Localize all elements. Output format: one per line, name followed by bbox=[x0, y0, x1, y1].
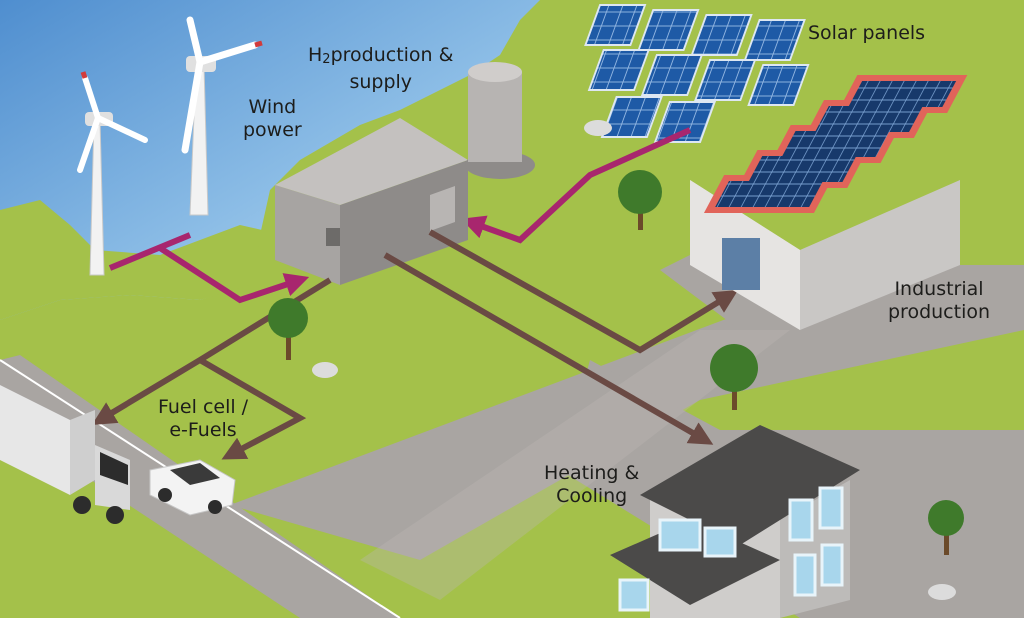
h2-production-label: H2production & supply bbox=[308, 44, 453, 94]
hydrogen-tank bbox=[465, 62, 535, 179]
tree bbox=[928, 500, 964, 555]
tree bbox=[268, 298, 308, 360]
industrial-label-line1: Industrial bbox=[894, 278, 984, 300]
truck bbox=[0, 385, 130, 524]
heating-label-line2: Cooling bbox=[556, 485, 628, 507]
tree bbox=[618, 170, 662, 230]
energy-flow-arrows bbox=[91, 229, 739, 460]
h2-symbol: H bbox=[308, 44, 323, 66]
industrial-production-label: Industrial production bbox=[888, 278, 990, 324]
fuel-cell-label-line2: e-Fuels bbox=[169, 419, 237, 441]
fuel-cell-label-line1: Fuel cell / bbox=[158, 396, 249, 418]
fuel-cell-label: Fuel cell / e-Fuels bbox=[158, 396, 248, 442]
rock bbox=[312, 362, 338, 378]
wind-turbine bbox=[77, 71, 148, 276]
heating-cooling-label: Heating & Cooling bbox=[544, 462, 639, 508]
water bbox=[0, 0, 540, 320]
hydrogen-flow-arrows bbox=[108, 127, 692, 304]
wind-power-label-line2: power bbox=[243, 119, 302, 141]
solar-panels-label: Solar panels bbox=[808, 22, 926, 44]
house bbox=[610, 425, 860, 618]
solar-panel-field bbox=[584, 4, 810, 143]
wind-turbine bbox=[181, 16, 263, 216]
industrial-building bbox=[690, 75, 968, 330]
rock bbox=[584, 120, 612, 136]
h2-production-text: production & bbox=[330, 44, 454, 66]
heating-label-line1: Heating & bbox=[544, 462, 640, 484]
wind-power-label: Wind power bbox=[243, 96, 302, 142]
h2-subscript: 2 bbox=[322, 52, 331, 67]
rock bbox=[928, 584, 956, 600]
car bbox=[149, 459, 236, 516]
industrial-label-line2: production bbox=[888, 301, 991, 323]
h2-production-label-line2: supply bbox=[349, 71, 413, 93]
tree bbox=[710, 344, 758, 410]
h2-production-building bbox=[275, 118, 468, 285]
wind-power-label-line1: Wind bbox=[248, 96, 297, 118]
h2-production-label-line1: H2production & bbox=[308, 44, 453, 71]
